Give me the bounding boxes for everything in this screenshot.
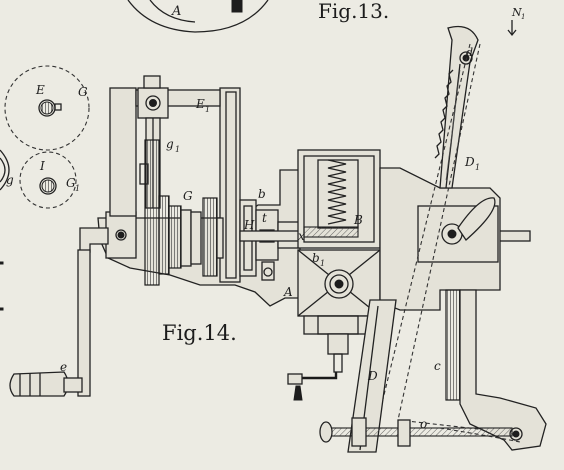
label-b1: b — [312, 251, 320, 265]
label-G1-sub: 1 — [75, 184, 80, 193]
spring-box — [297, 149, 381, 249]
label-G1: G — [66, 176, 76, 190]
north-arrow: N 1 — [507, 6, 525, 37]
label-N1: N — [511, 6, 522, 19]
label-b1-sub: 1 — [320, 259, 325, 268]
gear-stack — [144, 139, 224, 286]
label-E1: E — [195, 97, 205, 111]
label-D1-sub: 1 — [475, 163, 480, 172]
fig14-caption: Fig.14. — [162, 321, 237, 345]
label-A-mid: A — [283, 285, 293, 299]
label-E: E — [35, 83, 45, 97]
label-g1: g — [166, 137, 174, 151]
label-t: t — [262, 211, 267, 225]
label-d: d — [466, 46, 473, 59]
label-g1-sub: 1 — [175, 145, 180, 154]
nut-box — [287, 249, 381, 401]
fig13-caption: Fig.13. — [318, 0, 389, 23]
screw-o — [319, 417, 513, 447]
label-x: x — [298, 229, 305, 243]
rack-c — [439, 289, 547, 451]
fig13-fragment: A — [127, 0, 269, 33]
label-b: b — [258, 187, 266, 201]
label-G-left: G — [78, 85, 88, 99]
label-c: c — [434, 359, 441, 373]
label-e-left: e — [60, 360, 67, 374]
label-H: H — [243, 218, 255, 232]
label-G-mid: G — [183, 189, 193, 203]
label-I: I — [39, 159, 45, 173]
label-B: B — [353, 213, 363, 227]
label-g: g — [6, 173, 14, 187]
lever-D1 — [434, 25, 479, 189]
label-E1-sub: 1 — [205, 105, 210, 114]
label-D1: D — [464, 155, 475, 169]
label-D: D — [367, 369, 378, 383]
label-A-top: A — [171, 4, 181, 19]
crank-handle — [9, 227, 109, 397]
right-body — [379, 167, 501, 311]
label-N1-sub: 1 — [521, 13, 525, 21]
label-o: o — [420, 417, 427, 431]
gear-circles-left — [0, 65, 90, 209]
